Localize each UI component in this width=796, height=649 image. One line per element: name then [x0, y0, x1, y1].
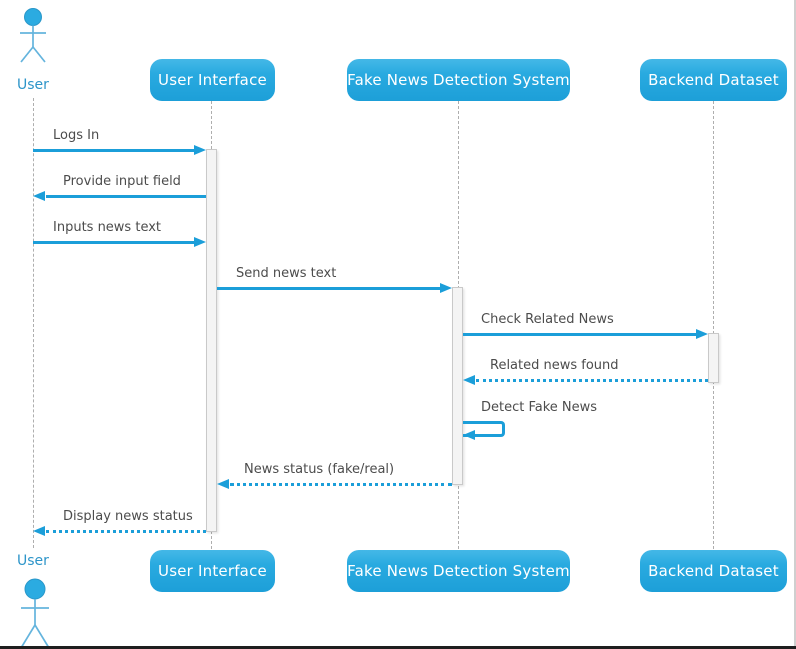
participant-label: Backend Dataset: [648, 71, 779, 89]
arrowhead-right-icon: [440, 282, 452, 293]
activation-backend-dataset: [708, 333, 719, 383]
lifeline-backend-dataset: [713, 101, 714, 549]
actor-user-figure-top: [20, 8, 46, 63]
message-line-display-news-status: [46, 529, 206, 533]
message-label-provide-input-field: Provide input field: [63, 174, 181, 189]
arrowhead-right-icon: [194, 144, 206, 155]
actor-user-figure-bottom: [20, 578, 50, 649]
arrowhead-left-icon: [463, 374, 475, 385]
message-label-news-status: News status (fake/real): [244, 462, 395, 477]
message-label-check-related-news: Check Related News: [481, 312, 614, 327]
message-line-news-status: [230, 482, 452, 486]
actor-user-label-top: User: [17, 77, 49, 93]
message-line-inputs-news-text: [33, 240, 194, 244]
participant-label: User Interface: [158, 71, 267, 89]
activation-user-interface: [206, 149, 217, 532]
message-label-inputs-news-text: Inputs news text: [53, 220, 161, 235]
message-line-check-related-news: [463, 332, 696, 336]
arrowhead-left-icon: [33, 525, 45, 536]
participant-backend-dataset-bottom: Backend Dataset: [640, 550, 787, 592]
self-call-loop: [463, 421, 505, 437]
window-bottom-border: [0, 646, 796, 649]
arrowhead-right-icon: [696, 328, 708, 339]
message-label-display-news-status: Display news status: [63, 509, 193, 524]
participant-label: Backend Dataset: [648, 562, 779, 580]
message-label-detect-fake-news: Detect Fake News: [481, 400, 598, 415]
arrowhead-right-icon: [194, 236, 206, 247]
actor-user-label-bottom: User: [17, 553, 49, 569]
participant-fake-news-detection-system-top: Fake News Detection System: [347, 59, 570, 101]
arrowhead-left-icon: [217, 478, 229, 489]
message-label-send-news-text: Send news text: [236, 266, 337, 281]
activation-fake-news-detection-system: [452, 287, 463, 485]
message-line-related-news-found: [476, 378, 708, 382]
participant-user-interface-bottom: User Interface: [150, 550, 275, 592]
message-line-send-news-text: [217, 286, 440, 290]
arrowhead-left-icon: [463, 430, 475, 440]
message-line-logs-in: [33, 148, 194, 152]
participant-label: User Interface: [158, 562, 267, 580]
participant-backend-dataset-top: Backend Dataset: [640, 59, 787, 101]
message-line-provide-input-field: [46, 194, 206, 198]
participant-label: Fake News Detection System: [347, 562, 570, 580]
message-label-related-news-found: Related news found: [490, 358, 619, 373]
arrowhead-left-icon: [33, 190, 45, 201]
participant-user-interface-top: User Interface: [150, 59, 275, 101]
window-right-border: [794, 0, 796, 649]
message-label-logs-in: Logs In: [53, 128, 100, 143]
lifeline-user: [33, 98, 34, 548]
participant-label: Fake News Detection System: [347, 71, 570, 89]
participant-fake-news-detection-system-bottom: Fake News Detection System: [347, 550, 570, 592]
